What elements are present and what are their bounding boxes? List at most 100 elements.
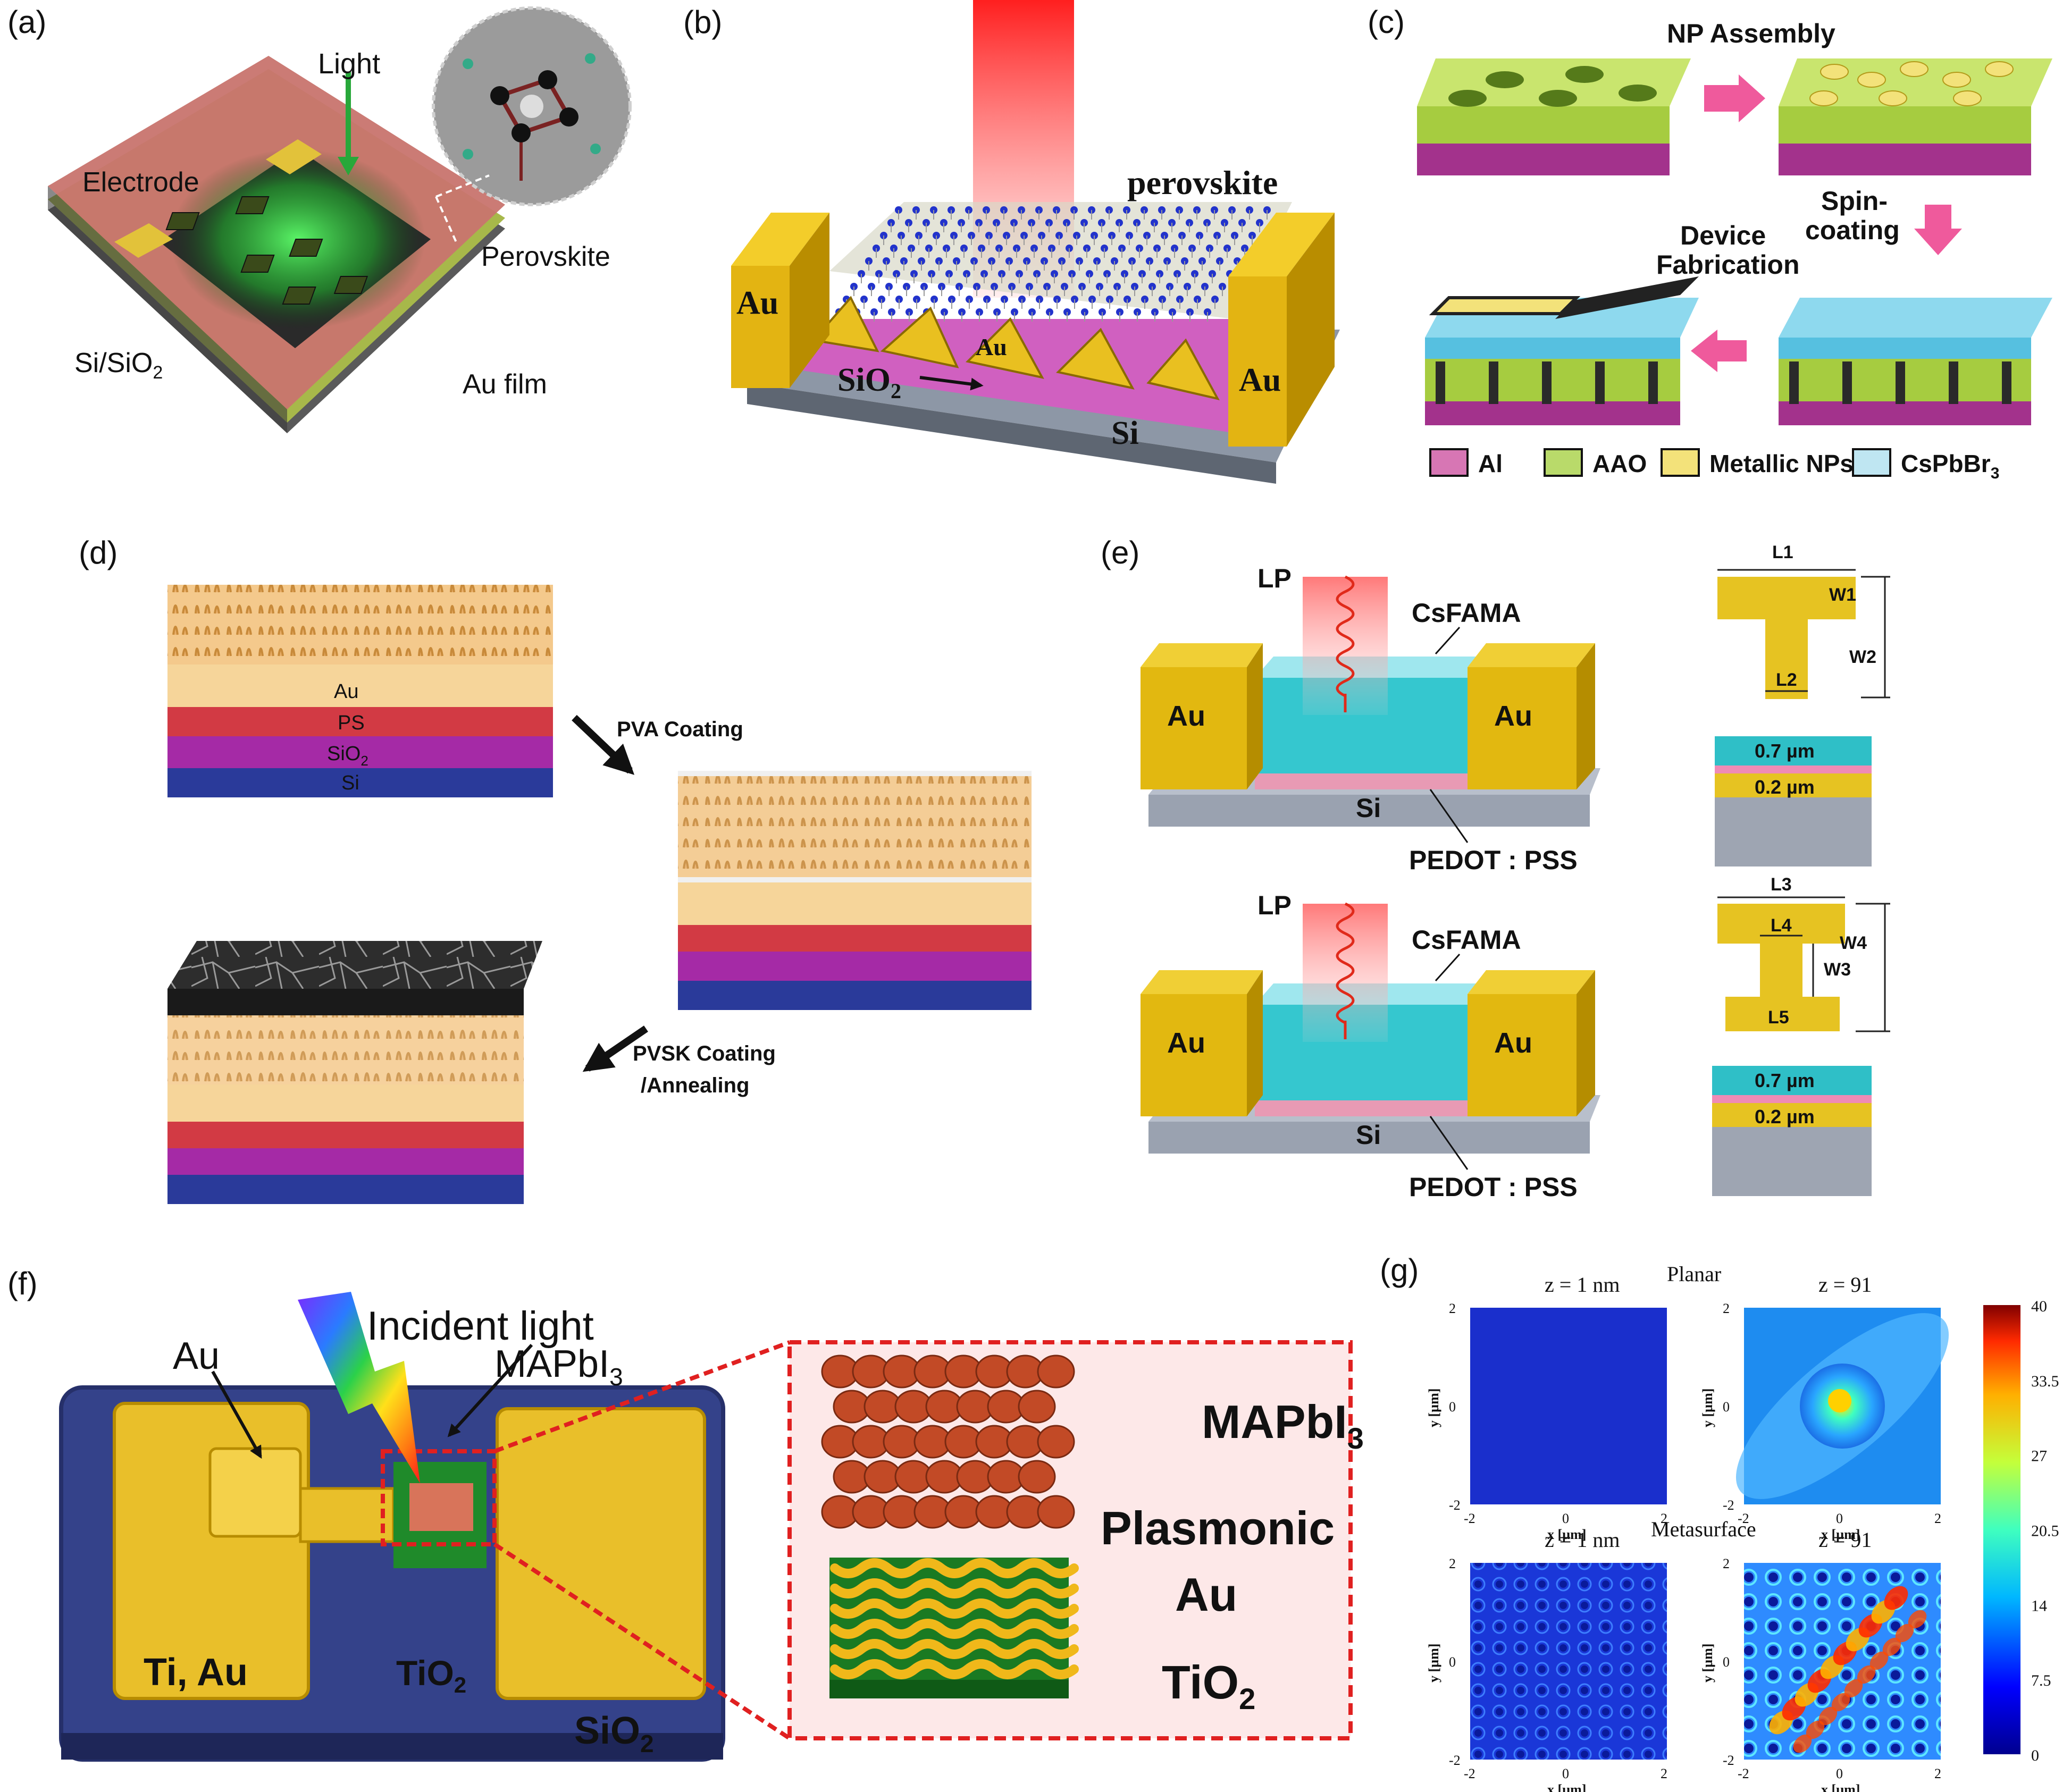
- layer-sio2: SiO2: [327, 743, 368, 769]
- label-si-sio2: Si/SiO2: [74, 348, 163, 383]
- y-axis-label: y [µm]: [1700, 1644, 1715, 1682]
- label-si-e: Si: [1356, 1120, 1381, 1150]
- label-csfama: CsFAMA: [1412, 598, 1521, 628]
- colorbar-tick: 7.5: [2031, 1672, 2051, 1689]
- stack-3: [167, 941, 542, 1204]
- label-spin-2: coating: [1805, 215, 1900, 245]
- y-tick: 2: [1449, 1556, 1456, 1571]
- y-tick: -2: [1723, 1497, 1734, 1513]
- label-csfama: CsFAMA: [1412, 925, 1521, 955]
- label-lp: LP: [1257, 890, 1292, 920]
- y-axis-label: y [µm]: [1700, 1389, 1715, 1427]
- mapbi3-patch: [409, 1483, 473, 1531]
- incident-light-bolt: [298, 1292, 420, 1483]
- x-tick: 2: [1661, 1766, 1667, 1781]
- inset-label-plasmonic: Plasmonic: [1101, 1502, 1335, 1554]
- au-step: [208, 1447, 302, 1538]
- panel-c-tag: (c): [1368, 4, 1405, 40]
- label-si-e: Si: [1356, 793, 1381, 823]
- panel-a-tag: (a): [7, 4, 46, 40]
- step-arrow-3: [1691, 330, 1747, 372]
- label-pvsk-2: /Annealing: [641, 1074, 749, 1097]
- header-z91-a: z = 91: [1818, 1273, 1872, 1297]
- y-axis-label: y [µm]: [1426, 1644, 1441, 1682]
- x-tick: 0: [1836, 1766, 1843, 1781]
- inset-label-mapbi3: MAPbI3: [1202, 1395, 1364, 1455]
- label-incident-light: Incident light: [367, 1303, 594, 1349]
- au-electrode-right: [1228, 213, 1335, 447]
- inset-label-au: Au: [1175, 1568, 1237, 1621]
- label-np-assembly: NP Assembly: [1667, 19, 1835, 48]
- dim-w2: W2: [1849, 647, 1876, 667]
- x-axis-label: x [µm]: [1547, 1527, 1586, 1542]
- y-axis-label: y [µm]: [1426, 1389, 1441, 1427]
- panel-g-tag: (g): [1380, 1252, 1419, 1288]
- arrow-pva: [572, 714, 635, 775]
- stack1-top: 0.7 µm: [1755, 740, 1815, 762]
- electrode-top: [266, 139, 322, 174]
- x-tick: -2: [1738, 1511, 1749, 1526]
- label-perovskite: Perovskite: [481, 241, 610, 272]
- label-au-right: Au: [1239, 362, 1281, 398]
- x-axis-label: x [µm]: [1821, 1782, 1860, 1792]
- label-au-mid: Au: [976, 333, 1007, 360]
- label-device-2: Fabrication: [1656, 250, 1799, 280]
- legend-swatch: [1544, 448, 1583, 477]
- heatmap-planar-z1: [1470, 1308, 1667, 1504]
- stack2-top: 0.7 µm: [1755, 1070, 1815, 1091]
- colorbar: [1983, 1305, 2020, 1754]
- thickness-stack-1: 0.7 µm 0.2 µm: [1715, 736, 1872, 866]
- label-light: Light: [318, 48, 380, 80]
- label-lp: LP: [1257, 563, 1292, 593]
- i-electrode-shape: L3 L4 W4 W3 L5: [1717, 874, 1890, 1032]
- layer-ps: PS: [338, 712, 365, 734]
- label-ti-au: Ti, Au: [144, 1651, 248, 1694]
- y-tick: 0: [1723, 1654, 1730, 1670]
- x-tick: 0: [1562, 1766, 1569, 1781]
- colorbar-tick: 33.5: [2031, 1373, 2059, 1390]
- inset-label-tio2: TiO2: [1162, 1656, 1255, 1715]
- x-tick: 2: [1934, 1766, 1941, 1781]
- label-au-f: Au: [173, 1335, 220, 1377]
- light-arrowhead: [338, 157, 359, 175]
- panel-d: (d) Au PS SiO2 Si PVA Coating PVSK Coati…: [79, 535, 1032, 1204]
- inset-layers: [821, 1354, 1079, 1698]
- legend-swatch: [1852, 448, 1891, 477]
- y-tick: 2: [1723, 1556, 1730, 1571]
- x-tick: 0: [1836, 1511, 1843, 1526]
- panel-c: (c) NP Assembly Spin- coat: [1368, 4, 2052, 482]
- legend-label: CsPbBr3: [1901, 450, 1999, 482]
- header-z1-b: z = 1 nm: [1545, 1528, 1620, 1552]
- stack1-bottom: 0.2 µm: [1755, 776, 1815, 798]
- y-tick: 2: [1449, 1301, 1456, 1316]
- spin-coated-block: [1779, 298, 2052, 425]
- label-pedot: PEDOT : PSS: [1409, 1172, 1578, 1202]
- label-electrode: Electrode: [82, 167, 199, 198]
- panel-b-tag: (b): [683, 4, 722, 40]
- t-electrode-shape: L1 W1 W2 L2: [1717, 542, 1890, 699]
- x-tick: -2: [1464, 1766, 1475, 1781]
- heatmap-planar-z91: [1735, 1308, 1949, 1504]
- legend-label: AAO: [1592, 450, 1647, 477]
- y-tick: 0: [1449, 1654, 1456, 1670]
- y-tick: -2: [1449, 1753, 1461, 1768]
- label-perovskite-b: perovskite: [1127, 164, 1278, 201]
- colorbar-tick: 14: [2031, 1597, 2047, 1614]
- step-arrow-1: [1704, 74, 1765, 122]
- substrate-side: [48, 186, 287, 433]
- panel-e-tag: (e): [1101, 535, 1139, 570]
- colorbar-tick: 40: [2031, 1298, 2047, 1315]
- x-axis-label: x [µm]: [1547, 1782, 1586, 1792]
- label-au-film: Au film: [463, 369, 547, 400]
- legend-label: Metallic NPs: [1709, 450, 1854, 477]
- au-electrode-left: [731, 213, 829, 388]
- x-tick: 0: [1562, 1511, 1569, 1526]
- x-tick: 2: [1934, 1511, 1941, 1526]
- y-tick: 0: [1449, 1399, 1456, 1415]
- electrode-left: [114, 223, 173, 258]
- dim-w1: W1: [1829, 585, 1856, 605]
- thickness-stack-2: 0.7 µm 0.2 µm: [1712, 1066, 1872, 1196]
- label-au-right-e: Au: [1494, 1027, 1532, 1059]
